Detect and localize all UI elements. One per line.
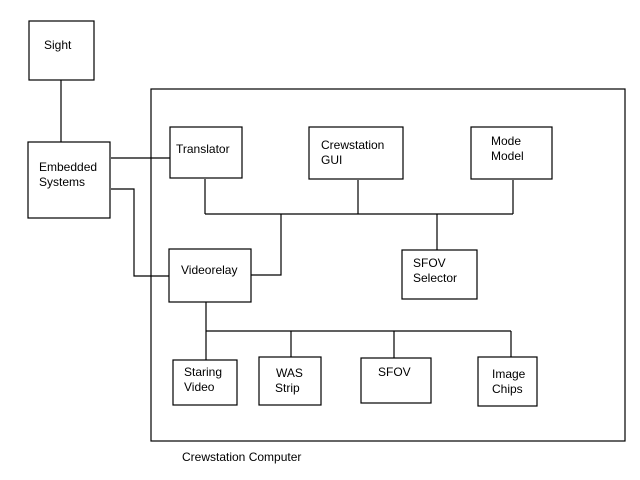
node-label: Model	[491, 149, 524, 163]
node-label: Translator	[176, 142, 230, 156]
node-mode-model: Mode Model	[470, 126, 553, 180]
node-staring-video: Staring Video	[172, 359, 238, 406]
node-label: Strip	[275, 381, 300, 395]
node-embedded-systems: Embedded Systems	[27, 141, 111, 219]
edge-embedded-videorelay	[111, 188, 169, 277]
node-label: WAS	[276, 366, 303, 380]
node-label: Mode	[491, 134, 521, 148]
node-label: Sight	[44, 38, 72, 52]
node-label: SFOV	[413, 256, 446, 270]
node-sfov: SFOV	[360, 357, 432, 404]
node-image-chips: Image Chips	[477, 356, 538, 407]
node-label: Videorelay	[181, 263, 237, 277]
container-label: Crewstation Computer	[182, 450, 301, 464]
node-videorelay: Videorelay	[168, 248, 252, 303]
connectors	[60, 80, 514, 360]
node-crewstation-gui: Crewstation GUI	[308, 126, 404, 180]
node-sight: Sight	[28, 20, 95, 81]
node-label: Selector	[413, 271, 457, 285]
node-label: SFOV	[378, 365, 411, 379]
node-label: Embedded	[39, 160, 97, 174]
node-label: Crewstation	[321, 138, 384, 152]
node-label: Systems	[39, 175, 85, 189]
edge-videorelay-upper-bus	[251, 214, 282, 276]
node-label: GUI	[321, 153, 342, 167]
node-label: Chips	[492, 382, 523, 396]
node-was-strip: WAS Strip	[258, 356, 322, 406]
node-label: Video	[184, 380, 215, 394]
node-label: Staring	[184, 365, 222, 379]
node-label: Image	[492, 367, 526, 381]
node-translator: Translator	[169, 126, 243, 179]
node-sfov-selector: SFOV Selector	[401, 249, 478, 300]
